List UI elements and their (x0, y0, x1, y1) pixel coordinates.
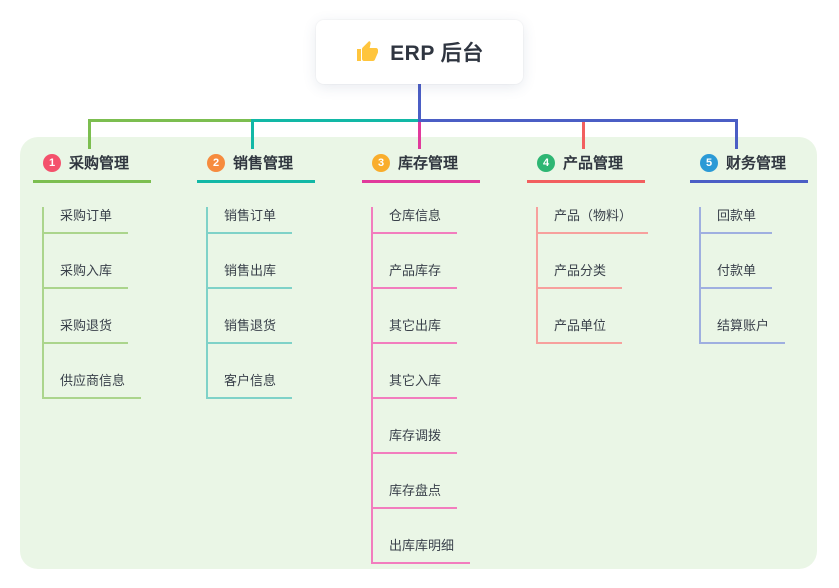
leaf-node[interactable]: 结算账户 (701, 317, 786, 344)
mindmap-board-background (20, 137, 817, 569)
branch-product-children: 产品（物料） 产品分类 产品单位 (536, 207, 649, 344)
leaf-node[interactable]: 销售订单 (208, 207, 293, 234)
leaf-node[interactable]: 付款单 (701, 262, 773, 289)
leaf-node[interactable]: 销售退货 (208, 317, 293, 344)
branch5-connector-line (418, 119, 738, 122)
leaf-node[interactable]: 回款单 (701, 207, 773, 234)
leaf-node[interactable]: 销售出库 (208, 262, 293, 289)
branch-title: 产品管理 (563, 155, 624, 172)
leaf-node[interactable]: 产品单位 (538, 317, 623, 344)
leaf-node[interactable]: 出库库明细 (373, 537, 471, 564)
leaf-node[interactable]: 产品库存 (373, 262, 458, 289)
branch-inventory-header[interactable]: 3 库存管理 (362, 149, 480, 183)
leaf-node[interactable]: 客户信息 (208, 372, 293, 399)
leaf-node[interactable]: 产品分类 (538, 262, 623, 289)
branch-number-badge: 5 (700, 153, 718, 172)
branch1-connector-line (88, 119, 253, 122)
leaf-node[interactable]: 其它出库 (373, 317, 458, 344)
branch5-drop-line (735, 122, 738, 149)
branch-title: 采购管理 (69, 155, 130, 172)
branch1-drop-line (88, 122, 91, 149)
branch-number-badge: 2 (207, 153, 225, 172)
root-node[interactable]: ERP 后台 (316, 20, 523, 84)
branch-inventory-children: 仓库信息 产品库存 其它出库 其它入库 库存调拨 库存盘点 出库库明细 (371, 207, 480, 564)
leaf-node[interactable]: 供应商信息 (44, 372, 142, 399)
branch-title: 库存管理 (398, 155, 459, 172)
thumbs-up-icon (357, 41, 379, 61)
leaf-node[interactable]: 库存调拨 (373, 427, 458, 454)
branch-sales: 2 销售管理 销售订单 销售出库 销售退货 客户信息 (197, 149, 315, 399)
leaf-node[interactable]: 产品（物料） (538, 207, 649, 234)
leaf-node[interactable]: 采购订单 (44, 207, 129, 234)
branch-title: 销售管理 (233, 155, 294, 172)
branch-sales-header[interactable]: 2 销售管理 (197, 149, 315, 183)
branch4-drop-line (582, 122, 585, 149)
branch-number-badge: 1 (43, 153, 61, 172)
branch-number-badge: 4 (537, 153, 555, 172)
branch-purchase-header[interactable]: 1 采购管理 (33, 149, 151, 183)
branch-number-badge: 3 (372, 153, 390, 172)
branch-inventory: 3 库存管理 仓库信息 产品库存 其它出库 其它入库 库存调拨 库存盘点 出库库… (362, 149, 480, 564)
leaf-node[interactable]: 采购退货 (44, 317, 129, 344)
leaf-node[interactable]: 仓库信息 (373, 207, 458, 234)
branch-finance-header[interactable]: 5 财务管理 (690, 149, 808, 183)
leaf-node[interactable]: 其它入库 (373, 372, 458, 399)
branch-finance-children: 回款单 付款单 结算账户 (699, 207, 808, 344)
branch-sales-children: 销售订单 销售出库 销售退货 客户信息 (206, 207, 315, 399)
branch-product: 4 产品管理 产品（物料） 产品分类 产品单位 (527, 149, 649, 344)
branch-purchase: 1 采购管理 采购订单 采购入库 采购退货 供应商信息 (33, 149, 151, 399)
root-connector-line (418, 84, 421, 120)
root-node-title: ERP 后台 (390, 42, 484, 65)
branch-product-header[interactable]: 4 产品管理 (527, 149, 645, 183)
leaf-node[interactable]: 采购入库 (44, 262, 129, 289)
branch2-connector-line (251, 119, 420, 122)
branch3-drop-line (418, 122, 421, 149)
branch-finance: 5 财务管理 回款单 付款单 结算账户 (690, 149, 808, 344)
branch-title: 财务管理 (726, 155, 787, 172)
leaf-node[interactable]: 库存盘点 (373, 482, 458, 509)
branch2-drop-line (251, 122, 254, 149)
branch-purchase-children: 采购订单 采购入库 采购退货 供应商信息 (42, 207, 151, 399)
